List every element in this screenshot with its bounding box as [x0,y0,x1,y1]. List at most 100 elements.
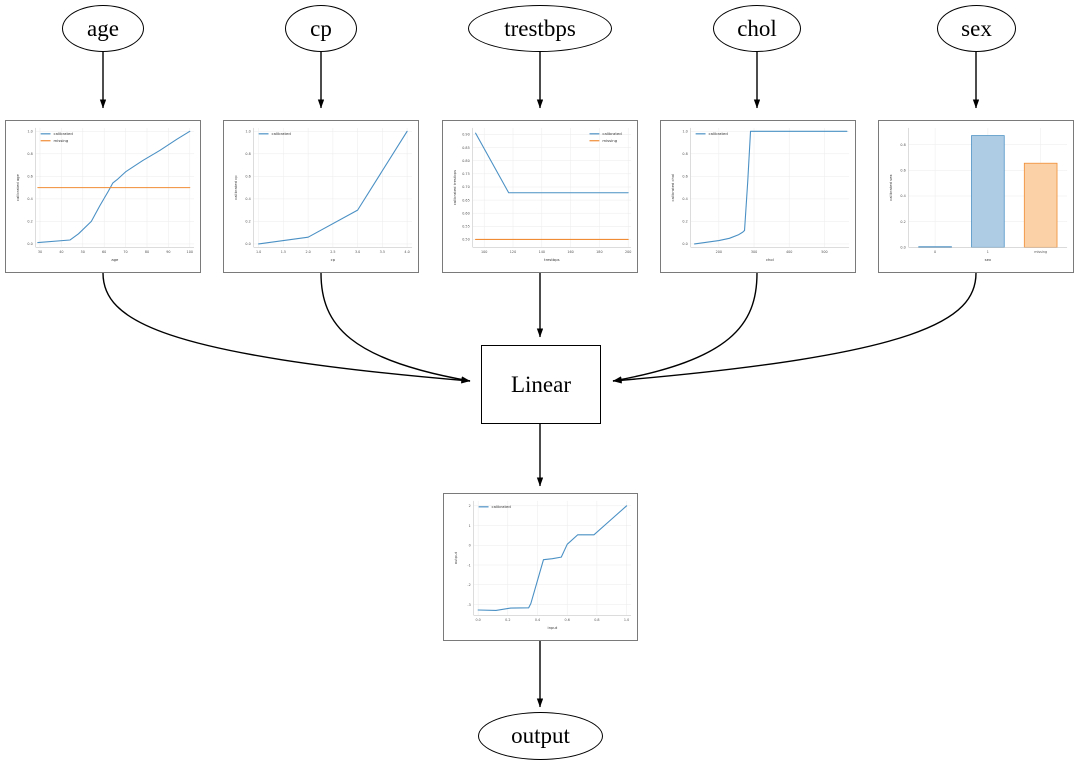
node-chol[interactable]: chol [713,5,801,52]
svg-text:1.0: 1.0 [27,130,32,134]
svg-text:160: 160 [567,250,573,254]
svg-text:calibrated cp: calibrated cp [234,175,238,200]
svg-text:0.2: 0.2 [900,220,905,224]
svg-text:0.4: 0.4 [245,197,250,201]
svg-text:1.0: 1.0 [624,618,629,622]
svg-text:0.4: 0.4 [535,618,540,622]
svg-text:calibrated chol: calibrated chol [671,174,675,202]
series-calibrated [258,130,408,245]
svg-text:trestbps: trestbps [544,258,559,262]
svg-text:300: 300 [751,250,757,254]
svg-text:40: 40 [59,250,63,254]
node-cp[interactable]: cp [285,5,357,52]
svg-text:0.0: 0.0 [682,242,687,246]
svg-text:cp: cp [331,258,336,262]
svg-text:-1: -1 [467,563,470,567]
svg-text:calibrated: calibrated [709,131,729,136]
svg-text:sex: sex [985,258,992,262]
svg-text:120: 120 [510,250,516,254]
svg-text:30: 30 [38,250,42,254]
node-linear[interactable]: Linear [481,345,601,424]
svg-text:input: input [548,626,558,630]
edge-cpchart-to-linear [320,272,471,383]
series-calibrated [475,132,629,194]
svg-text:0.4: 0.4 [900,194,905,198]
svg-text:0.6: 0.6 [245,175,250,179]
svg-text:1.0: 1.0 [682,130,687,134]
node-linear-label: Linear [510,371,571,397]
svg-text:100: 100 [481,250,487,254]
svg-text:0.0: 0.0 [900,246,905,250]
svg-text:200: 200 [625,250,631,254]
svg-text:70: 70 [123,250,127,254]
svg-text:1.0: 1.0 [245,130,250,134]
svg-text:0.90: 0.90 [462,133,469,137]
svg-text:0.60: 0.60 [462,211,469,215]
svg-text:140: 140 [539,250,545,254]
node-age[interactable]: age [62,5,144,52]
svg-text:age: age [111,258,119,262]
svg-text:1.0: 1.0 [256,250,261,254]
svg-text:-2: -2 [467,583,470,587]
node-sex[interactable]: sex [937,5,1016,52]
svg-text:50: 50 [81,250,85,254]
svg-text:0.8: 0.8 [900,143,905,147]
svg-text:chol: chol [766,258,774,262]
svg-text:0.8: 0.8 [27,152,32,156]
svg-text:2: 2 [469,504,471,508]
svg-text:output: output [454,551,458,564]
sex-chart-svg: 0.0 0.2 0.4 0.6 0.8 0 1 missing sex calibrated se… [889,127,1068,262]
svg-text:0.70: 0.70 [462,185,469,189]
svg-text:1: 1 [469,524,471,528]
svg-text:0: 0 [469,544,471,548]
svg-text:1: 1 [987,250,989,254]
svg-text:0.6: 0.6 [900,169,905,173]
svg-text:calibrated age: calibrated age [16,173,20,201]
edge-sexchart-to-linear [612,272,977,384]
node-output-label: output [511,723,570,748]
node-output[interactable]: output [478,712,603,760]
svg-text:missing: missing [1034,250,1047,254]
edge-cholchart-to-linear [612,272,758,383]
svg-text:0.50: 0.50 [462,238,469,242]
series-calibrated [477,505,628,611]
chart-panel-sex[interactable]: 0.0 0.2 0.4 0.6 0.8 0 1 missing sex calibrated se… [878,120,1074,273]
svg-text:180: 180 [596,250,602,254]
node-cp-label: cp [310,15,332,41]
svg-text:80: 80 [145,250,149,254]
svg-text:90: 90 [166,250,170,254]
svg-text:0.85: 0.85 [462,146,469,150]
svg-text:60: 60 [102,250,106,254]
svg-text:0.6: 0.6 [27,175,32,179]
svg-text:0.2: 0.2 [682,220,687,224]
svg-text:0.8: 0.8 [245,152,250,156]
svg-text:0.2: 0.2 [245,220,250,224]
series-calibrated [694,130,848,245]
svg-text:3.5: 3.5 [380,250,385,254]
svg-text:calibrated sex: calibrated sex [889,174,893,201]
svg-text:missing: missing [54,138,69,143]
svg-text:missing: missing [602,138,617,143]
node-trestbps[interactable]: trestbps [468,5,612,52]
svg-text:100: 100 [187,250,193,254]
svg-text:0.8: 0.8 [594,618,599,622]
svg-text:0.6: 0.6 [682,175,687,179]
node-chol-label: chol [737,15,777,41]
svg-text:0.0: 0.0 [475,618,480,622]
svg-text:calibrated: calibrated [272,131,292,136]
svg-text:0.2: 0.2 [27,220,32,224]
svg-text:0.55: 0.55 [462,225,469,229]
series-calibrated [37,130,191,244]
svg-text:0.2: 0.2 [505,618,510,622]
svg-text:0: 0 [934,250,936,254]
svg-text:calibrated: calibrated [54,131,74,136]
svg-text:4.0: 4.0 [404,250,409,254]
